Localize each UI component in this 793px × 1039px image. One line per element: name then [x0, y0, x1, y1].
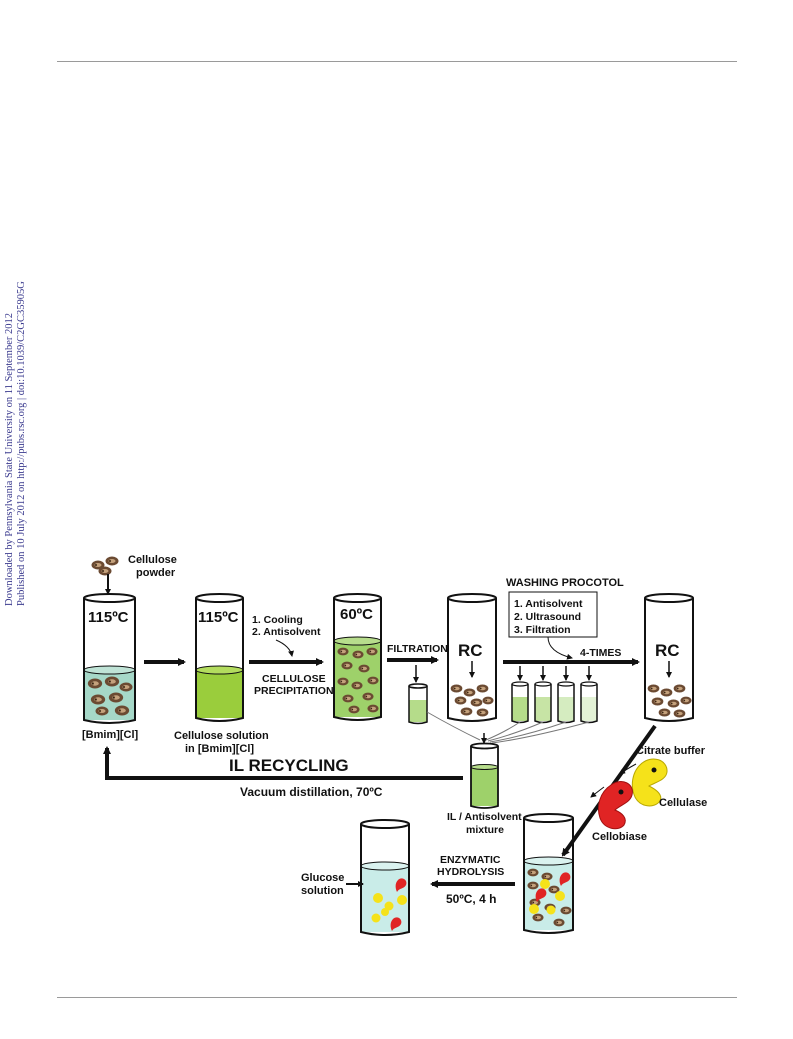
- washing-step: 1. Antisolvent: [514, 598, 583, 610]
- il-recycling-label: IL RECYCLING: [229, 756, 349, 775]
- enzymatic-label: HYDROLYSIS: [437, 866, 504, 878]
- washing-step: 3. Filtration: [514, 624, 571, 636]
- glucose-label: solution: [301, 885, 344, 897]
- cellulase-icon: [631, 758, 668, 807]
- il-mixture-label: IL / Antisolvent: [447, 811, 522, 823]
- il-recycling-arrow: [103, 746, 463, 780]
- wash-tubes: [511, 666, 598, 724]
- washing-title: WASHING PROCOTOL: [506, 577, 624, 589]
- hydrolysis-conditions: 50ºC, 4 h: [446, 892, 496, 906]
- glucose-label: Glucose: [301, 872, 344, 884]
- temp-label-2: 115ºC: [198, 609, 239, 626]
- temp-label-3: 60ºC: [340, 606, 373, 623]
- cellulose-powder-label: powder: [136, 567, 176, 579]
- precip-step: 1. Cooling: [252, 614, 303, 626]
- cellulase-eye: [651, 767, 657, 773]
- rc-label-2: RC: [655, 641, 680, 660]
- beaker-rc-1: [447, 593, 497, 722]
- beaker-solution: [195, 593, 244, 722]
- beaker-precipitate: [333, 593, 382, 721]
- enzymatic-label: ENZYMATIC: [440, 854, 501, 866]
- enzyme-curve-1: [619, 763, 637, 775]
- header-rule: [57, 61, 737, 62]
- enzyme-curve-2: [590, 786, 605, 798]
- solution-label: in [Bmim][Cl]: [185, 743, 254, 755]
- precip-step: 2. Antisolvent: [252, 626, 321, 638]
- solution-label: Cellulose solution: [174, 730, 269, 742]
- footer-rule: [57, 997, 737, 998]
- il-mixture-tube: [470, 742, 499, 809]
- citrate-label: Citrate buffer: [636, 745, 706, 757]
- washing-step: 2. Ultrasound: [514, 611, 581, 623]
- collection-lines: [426, 711, 590, 744]
- temp-label-1: 115ºC: [88, 609, 129, 626]
- cellulose-powder-icon: [91, 556, 119, 576]
- beaker-glucose: [360, 819, 410, 936]
- cellobiase-label: Cellobiase: [592, 831, 647, 843]
- four-times-label: 4-TIMES: [580, 647, 621, 659]
- il-mixture-label: mixture: [466, 824, 504, 836]
- filtrate-tube: [408, 683, 428, 725]
- beaker-hydrolysis: [523, 813, 574, 934]
- vacuum-label: Vacuum distillation, 70ºC: [240, 785, 383, 799]
- beaker-rc-2: [644, 593, 694, 722]
- precip-label: PRECIPITATION: [254, 685, 334, 697]
- bmim-label: [Bmim][Cl]: [82, 729, 139, 741]
- precip-curve: [275, 639, 294, 657]
- washing-curve: [547, 636, 573, 660]
- rc-label-1: RC: [458, 641, 483, 660]
- cellulase-label: Cellulase: [659, 797, 707, 809]
- cellobiase-eye: [618, 789, 624, 795]
- filtration-label: FILTRATION: [387, 643, 448, 655]
- cellobiase-icon: [597, 781, 633, 830]
- washing-box: [508, 591, 598, 638]
- precip-label: CELLULOSE: [262, 673, 326, 685]
- cellulose-powder-label: Cellulose: [128, 554, 177, 566]
- beaker-bmim: [83, 593, 136, 724]
